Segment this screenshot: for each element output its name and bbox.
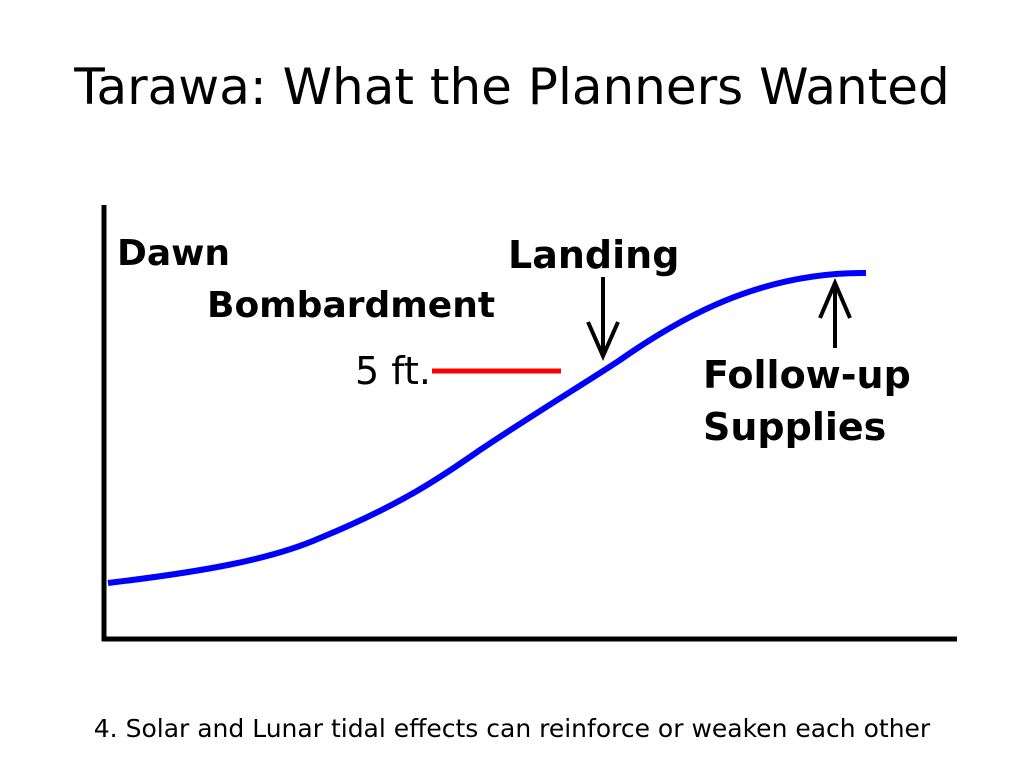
slide-title: Tarawa: What the Planners Wanted [74,58,950,116]
tide-curve [107,269,867,586]
bombardment-label: Bombardment [207,285,495,326]
dawn-label: Dawn [117,233,230,274]
follow-up-arrow-icon [818,277,852,348]
slide-caption: 4. Solar and Lunar tidal effects can rei… [93,714,931,743]
follow-up-label: Follow-up [703,353,911,397]
five-ft-label: 5 ft. [355,349,431,393]
supplies-label: Supplies [703,405,886,449]
landing-arrow-icon [586,277,620,361]
landing-label: Landing [508,233,679,277]
